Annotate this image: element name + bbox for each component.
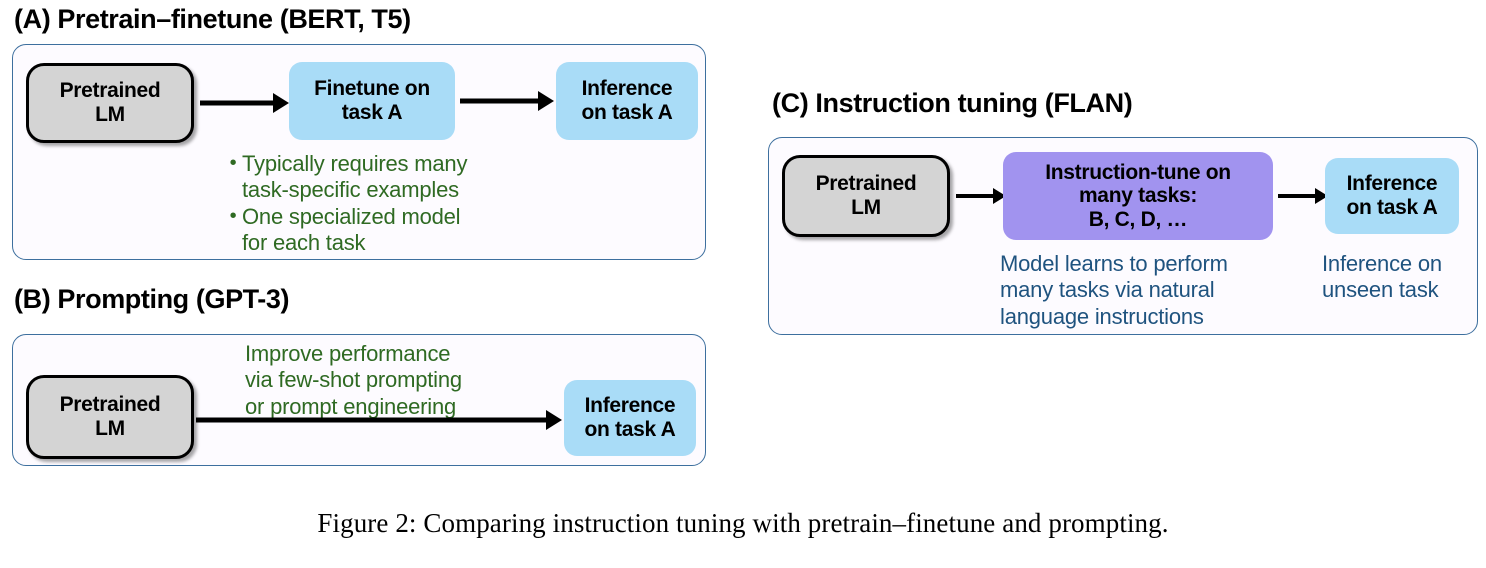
panel-b-annotation: Improve performance via few-shot prompti… [245, 341, 462, 419]
panel-a-node-inference: Inference on task A [556, 62, 698, 140]
panel-a-heading: (A) Pretrain–finetune (BERT, T5) [14, 4, 411, 34]
panel-c-annotation-inference: Inference on unseen task [1322, 251, 1442, 303]
arrow-head [546, 410, 562, 430]
arrow-shaft [460, 98, 541, 104]
arrow-shaft [196, 417, 549, 423]
arrow-head [993, 188, 1006, 204]
arrow-head [273, 93, 289, 113]
panel-c-node-instruction-tune: Instruction-tune on many tasks: B, C, D,… [1003, 152, 1273, 240]
panel-a-node-pretrained-lm: Pretrained LM [26, 63, 194, 143]
panel-c-node-pretrained-lm: Pretrained LM [782, 155, 950, 237]
panel-b-heading: (B) Prompting (GPT-3) [14, 284, 290, 314]
panel-c-heading: (C) Instruction tuning (FLAN) [772, 88, 1133, 118]
panel-c-annotation-instruction-tune: Model learns to perform many tasks via n… [1000, 251, 1228, 329]
bullet-text: Typically requires many task-specific ex… [242, 151, 468, 203]
bullet-item: • One specialized model for each task [224, 204, 544, 257]
bullet-text: One specialized model for each task [242, 203, 461, 256]
arrow-head [538, 91, 554, 111]
arrow-shaft [200, 100, 276, 106]
panel-c-node-inference: Inference on task A [1325, 158, 1459, 234]
bullet-dot-icon: • [229, 204, 237, 227]
arrow-head [1315, 188, 1328, 204]
arrow-shaft [1278, 194, 1317, 198]
panel-b-node-pretrained-lm: Pretrained LM [26, 375, 194, 459]
bullet-dot-icon: • [229, 152, 237, 174]
panel-a-bullet-list: • Typically requires many task-specific … [224, 151, 544, 257]
bullet-item: • Typically requires many task-specific … [224, 151, 544, 204]
arrow-shaft [956, 194, 995, 198]
panel-a-node-finetune: Finetune on task A [289, 62, 455, 140]
panel-b-node-inference: Inference on task A [564, 380, 696, 456]
figure-caption: Figure 2: Comparing instruction tuning w… [317, 508, 1169, 538]
